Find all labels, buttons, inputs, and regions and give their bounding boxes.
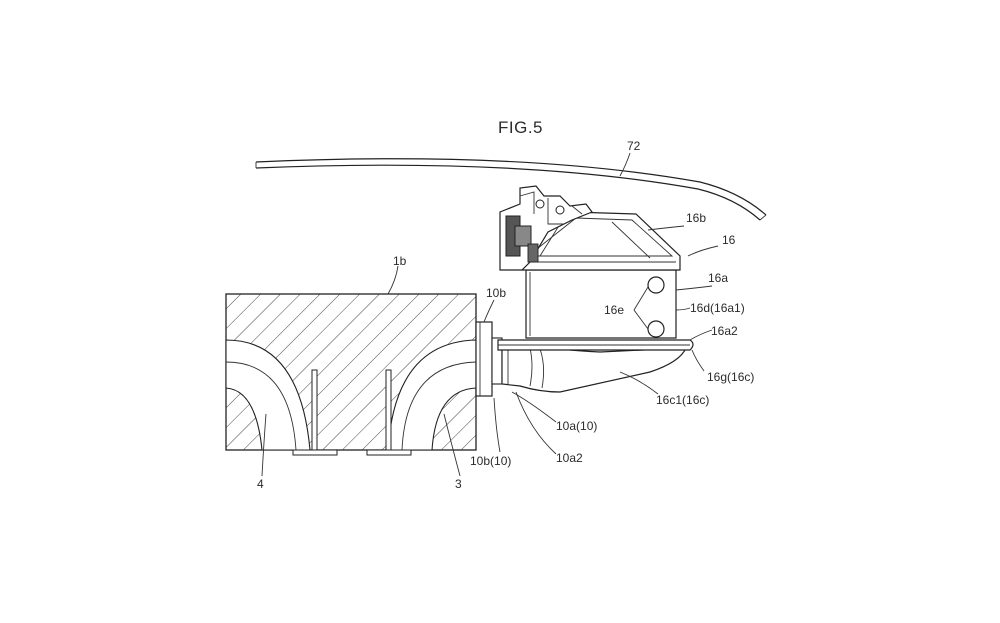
leader-lines: [261, 152, 719, 477]
label-72: 72: [627, 139, 641, 153]
label-3: 3: [455, 477, 462, 491]
label-16b: 16b: [686, 211, 706, 225]
flange-10b: [475, 321, 503, 397]
label-1b: 1b: [393, 254, 407, 268]
label-4: 4: [257, 477, 264, 491]
label-16g-16c: 16g(16c): [707, 370, 754, 384]
throttle-mechanism: [499, 185, 593, 271]
label-10a2: 10a2: [556, 451, 583, 465]
label-16d-16a1: 16d(16a1): [690, 301, 745, 315]
label-10a-10: 10a(10): [556, 419, 597, 433]
valve-left: [292, 369, 338, 456]
hood-panel: [255, 158, 767, 221]
label-16a: 16a: [708, 271, 728, 285]
figure-title: FIG.5: [498, 118, 543, 137]
valve-right: [366, 369, 412, 456]
label-10b-10: 10b(10): [470, 454, 511, 468]
air-cleaner-cover: [521, 211, 681, 271]
intake-duct: [501, 345, 687, 393]
label-16c1-16c: 16c1(16c): [656, 393, 709, 407]
label-16: 16: [722, 233, 736, 247]
label-16a2: 16a2: [711, 324, 738, 338]
air-cleaner-housing: [497, 269, 694, 351]
engine-block: [225, 293, 477, 451]
label-10b: 10b: [486, 286, 506, 300]
label-16e: 16e: [604, 303, 624, 317]
